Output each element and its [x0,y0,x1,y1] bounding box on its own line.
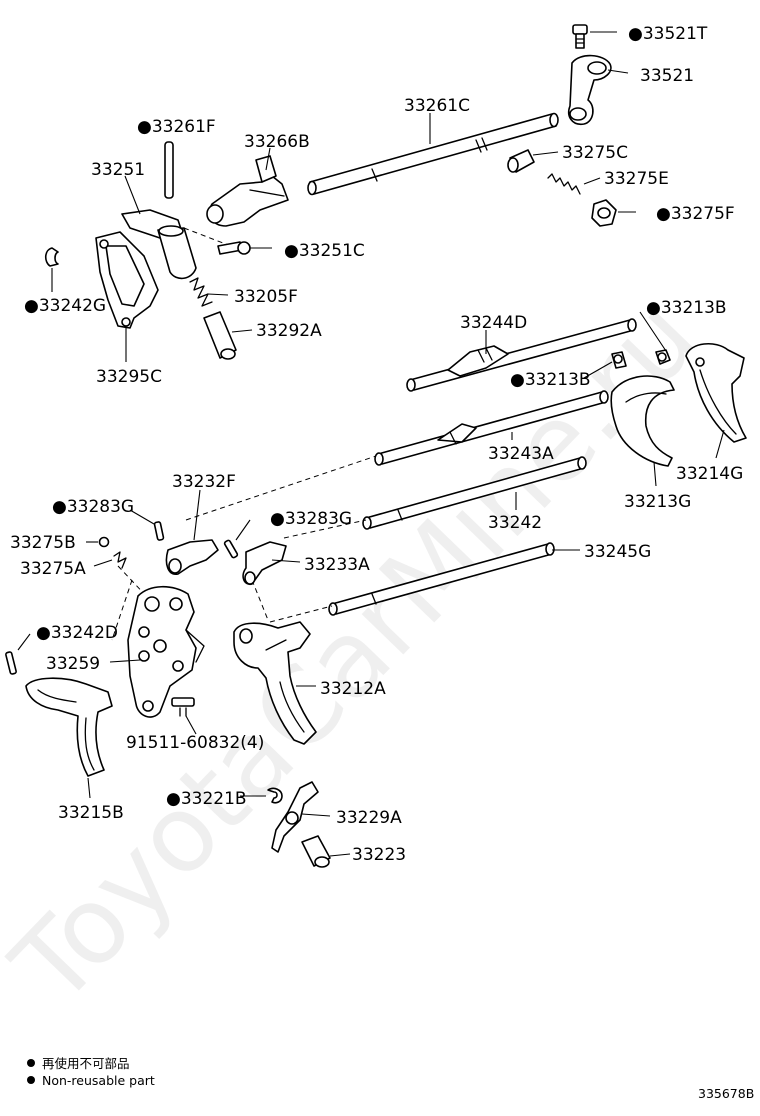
bolt-33213B-top [655,349,671,365]
label-33283G-left: ●33283G [52,497,134,517]
label-33295C: 33295C [96,367,162,387]
spring-33275E [547,173,581,195]
shaft-33242 [362,456,587,530]
label-33521: 33521 [640,66,694,86]
head-33232F [165,539,219,575]
label-33266B: 33266B [244,132,310,152]
label-33275F: ●33275F [656,204,735,224]
lever-33521 [568,54,612,126]
plate-33295C [95,231,159,329]
label-33232F: 33232F [172,472,236,492]
part-labels: ●33521T 33521 33261C ●33261F 33266B 3327… [10,24,743,865]
plunger-33292A [203,311,237,360]
fork-33214G [685,343,747,443]
label-33221B: ●33221B [166,789,247,809]
pin-33283G-left [153,521,165,541]
label-33214G: 33214G [676,464,743,484]
bolt-33251C [217,241,251,255]
label-33242D: ●33242D [36,623,118,643]
plunger-33223 [301,835,331,868]
label-33275E: 33275E [604,169,669,189]
label-33215B: 33215B [58,803,124,823]
label-33275B: 33275B [10,533,76,553]
label-33242G: ●33242G [24,296,106,316]
label-33244D: 33244D [460,313,527,333]
watermark-text: ToyotaCarMine.ru [0,276,721,1028]
shaft-33244D [406,318,637,392]
label-33223: 33223 [352,845,406,865]
label-33283G-mid: ●33283G [270,509,352,529]
lever-33251 [121,209,197,280]
ball-33275B [98,536,110,548]
cap-33275F [591,199,617,227]
bolt-91511 [171,697,195,717]
label-33261C: 33261C [404,96,470,116]
housing-33259 [127,585,205,718]
label-33229A: 33229A [336,808,402,828]
legend-bullet-icon [27,1059,35,1067]
label-33251: 33251 [91,160,145,180]
pin-33242D [5,651,17,675]
label-33275C: 33275C [562,143,628,163]
label-33261F: ●33261F [137,117,216,137]
head-33266B [206,155,289,227]
label-33251C: ●33251C [284,241,365,261]
legend: 再使用不可部品 Non-reusable part [27,1056,155,1088]
label-33242: 33242 [488,513,542,533]
watermark: ToyotaCarMine.ru [0,276,721,1028]
label-91511-60832: 91511-60832(4) [126,733,264,753]
figure-code: 335678B [698,1086,754,1101]
bolt-33213B-mid [611,351,627,369]
fork-33215B [25,677,113,777]
clip-33221B [267,787,283,804]
label-33243A: 33243A [488,444,554,464]
pin-33283G-mid [223,539,239,559]
plug-33275C [507,149,535,173]
label-33212A: 33212A [320,679,386,699]
shaft-33243A [374,390,609,466]
label-33205F: 33205F [234,287,298,307]
leader-lines [17,31,725,857]
label-33292A: 33292A [256,321,322,341]
label-33245G: 33245G [584,542,651,562]
drawing [5,24,747,868]
legend-line-1: 再使用不可部品 [42,1056,130,1071]
fork-33212A [233,621,317,745]
label-33213B-mid: ●33213B [510,370,591,390]
label-33259: 33259 [46,654,100,674]
label-33521T: ●33521T [628,24,708,44]
legend-line-2: Non-reusable part [42,1073,155,1088]
clip-33242G [44,247,59,267]
shaft-33261C [307,112,559,196]
label-33213G: 33213G [624,492,691,512]
bolt-33521T [572,24,588,49]
pin-33261F [164,141,174,199]
shaft-33245G [328,542,555,616]
label-33275A: 33275A [20,559,86,579]
lever-33229A [271,781,319,853]
label-33233A: 33233A [304,555,370,575]
spring-33205F [189,277,213,307]
fork-33213G [610,375,675,467]
label-33213B-top: ●33213B [646,298,727,318]
legend-bullet-icon [27,1076,35,1084]
head-33233A [242,541,287,586]
spring-33275A [113,551,127,569]
